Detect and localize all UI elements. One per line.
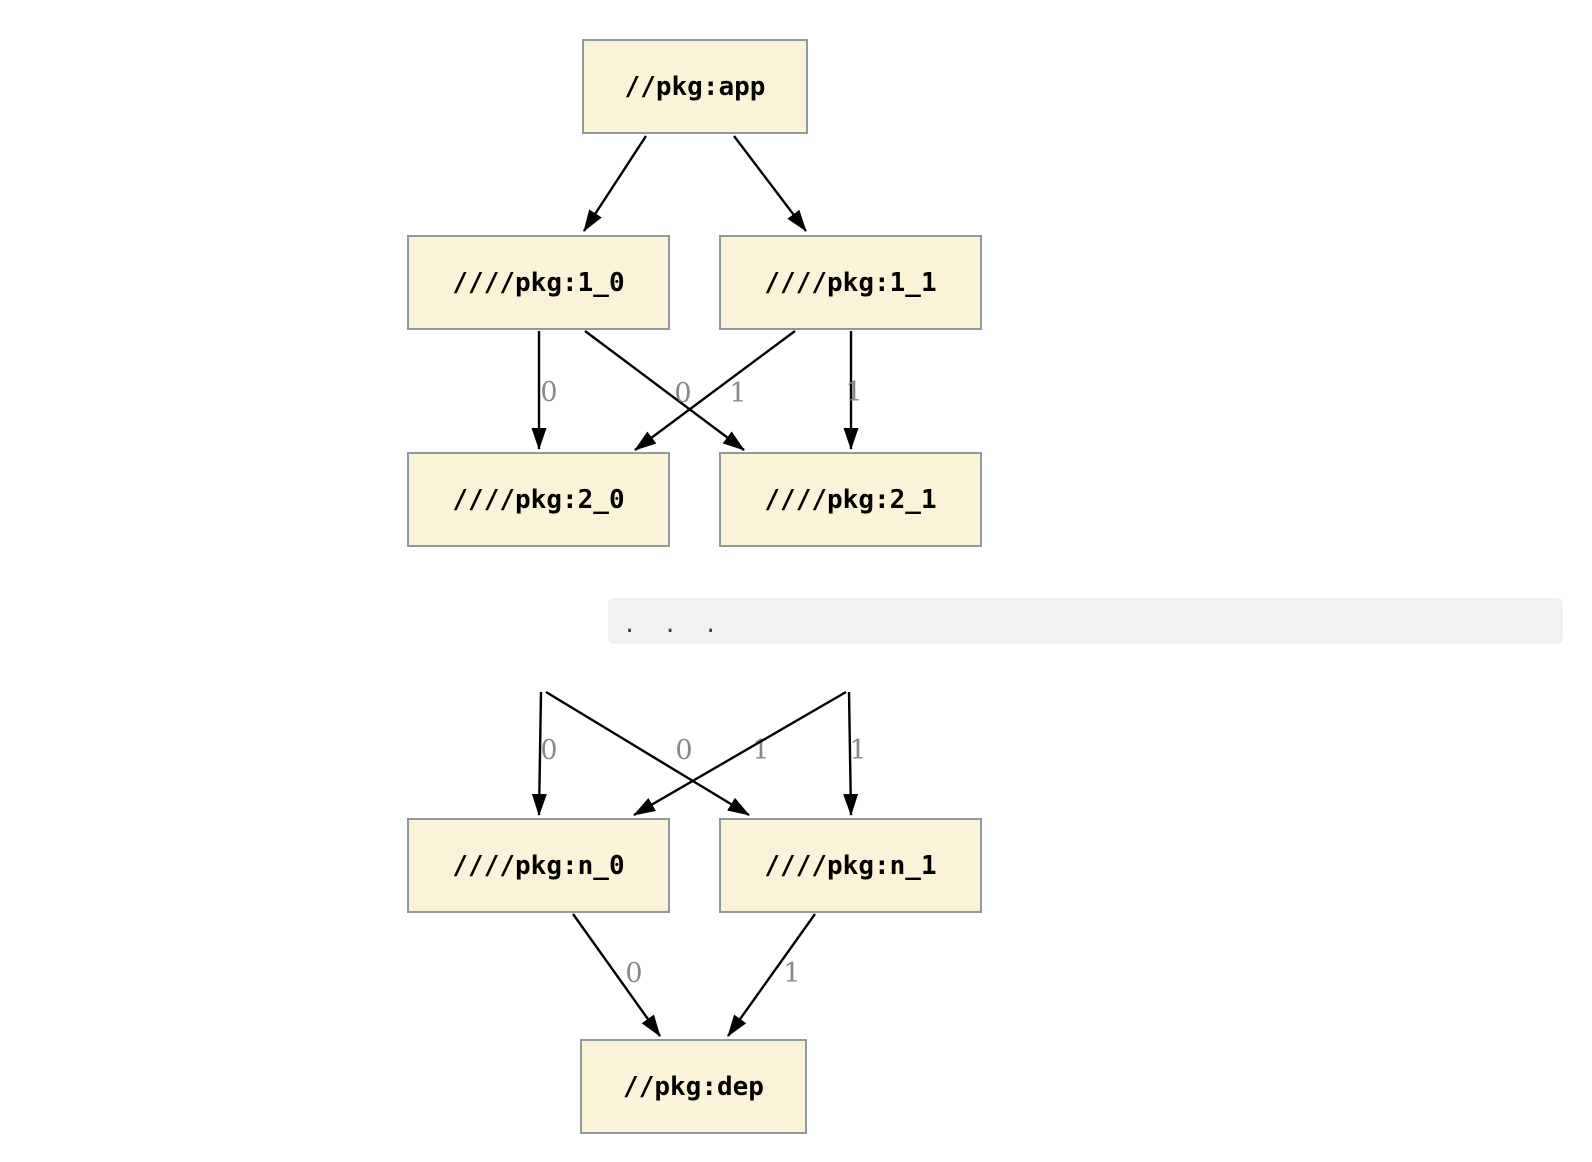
graph-node-app: //pkg:app xyxy=(582,39,808,134)
edge-truncated-to-n_1 xyxy=(843,691,859,816)
edge-label: 0 xyxy=(540,735,557,766)
edge-label: 0 xyxy=(625,958,642,989)
node-label: ////pkg:1_1 xyxy=(764,267,937,298)
edge-label: 0 xyxy=(540,377,557,408)
edge-label: 1 xyxy=(752,735,769,766)
edge-n_1-to-dep xyxy=(727,913,816,1037)
graph-node-1_1: ////pkg:1_1 xyxy=(719,235,982,330)
graph-node-dep: //pkg:dep xyxy=(580,1039,807,1134)
edge-label: 0 xyxy=(675,735,692,766)
edge-n_0-to-dep xyxy=(572,913,661,1037)
graph-node-2_1: ////pkg:2_1 xyxy=(719,452,982,547)
graph-node-n_0: ////pkg:n_0 xyxy=(407,818,670,913)
node-label: ////pkg:1_0 xyxy=(452,267,625,298)
edge-label: 0 xyxy=(674,378,691,409)
edge-label: 1 xyxy=(783,958,800,989)
node-label: //pkg:dep xyxy=(623,1071,764,1102)
graph-node-2_0: ////pkg:2_0 xyxy=(407,452,670,547)
graph-node-n_1: ////pkg:n_1 xyxy=(719,818,982,913)
edge-truncated-to-n_0 xyxy=(633,690,847,817)
node-label: //pkg:app xyxy=(624,71,766,102)
ellipsis-separator: . . . xyxy=(608,598,1563,644)
edge-app-to-1_0 xyxy=(582,135,648,232)
edge-truncated-to-n_0 xyxy=(531,691,547,816)
edge-label: 1 xyxy=(729,378,746,409)
node-label: ////pkg:n_1 xyxy=(764,850,937,881)
graph-node-1_0: ////pkg:1_0 xyxy=(407,235,670,330)
edge-truncated-to-n_1 xyxy=(545,690,750,817)
edge-label: 1 xyxy=(845,377,862,408)
edge-1_1-to-2_0 xyxy=(634,330,796,451)
edge-label: 1 xyxy=(849,735,866,766)
node-label: ////pkg:n_0 xyxy=(452,850,625,881)
edge-app-to-1_1 xyxy=(733,135,807,232)
node-label: ////pkg:2_0 xyxy=(452,484,625,515)
edge-1_0-to-2_1 xyxy=(584,330,745,451)
node-label: ////pkg:2_1 xyxy=(764,484,937,515)
